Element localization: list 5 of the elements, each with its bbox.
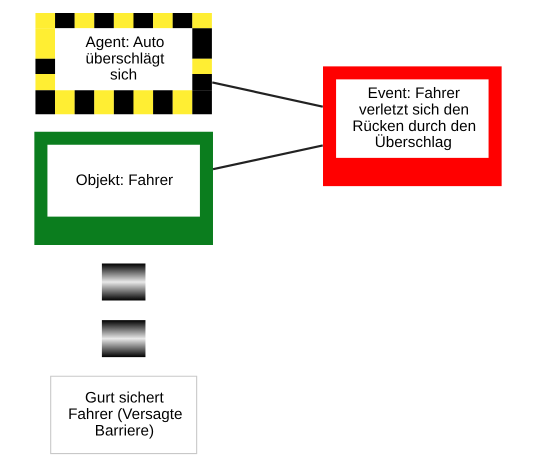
node-box: Event: Fahrer verletzt sich den Rücken durch den Überschlag xyxy=(323,66,502,186)
connector xyxy=(212,81,324,108)
connector xyxy=(212,144,323,170)
node-box: Gurt sichert Fahrer (Versagte Barriere) xyxy=(50,376,198,454)
node-box: Objekt: Fahrer xyxy=(34,132,213,245)
